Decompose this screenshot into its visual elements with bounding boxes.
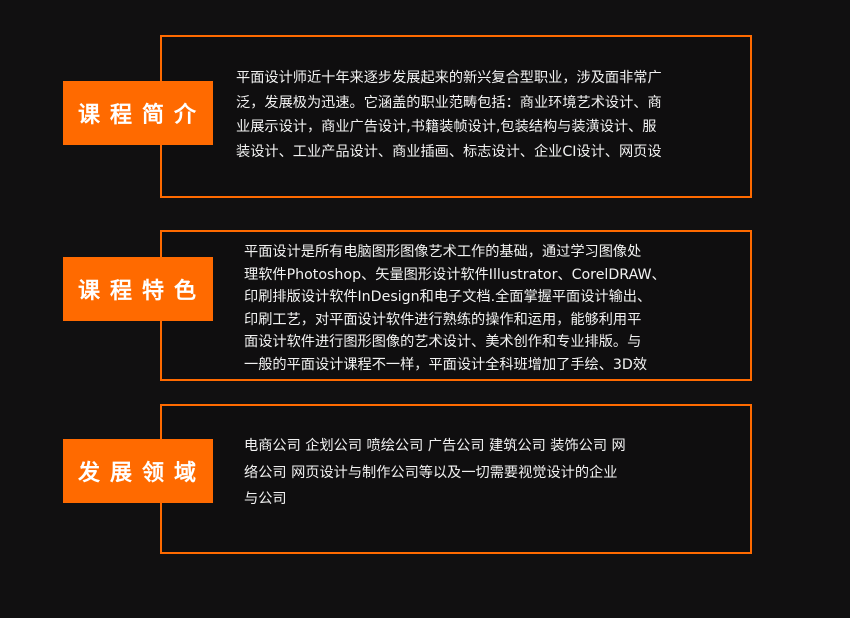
section-intro-box: [160, 35, 752, 198]
section-fields-box: [160, 404, 752, 554]
text-line: 泛，发展极为迅速。它涵盖的职业范畴包括：商业环境艺术设计、商: [236, 94, 662, 111]
section-intro-label: 课程简介: [63, 81, 213, 145]
text-line: 理软件Photoshop、矢量图形设计软件Illustrator、CorelDR…: [244, 266, 666, 283]
text-line: 平面设计师近十年来逐步发展起来的新兴复合型职业，涉及面非常广: [236, 70, 662, 86]
text-line: 印刷排版设计软件InDesign和电子文档.全面掌握平面设计输出、: [244, 289, 652, 305]
section-features-label: 课程特色: [63, 257, 213, 321]
text-line: 与公司: [244, 491, 287, 507]
text-line: 面设计软件进行图形图像的艺术设计、美术创作和专业排版。与: [244, 334, 642, 350]
section-features-text: 平面设计是所有电脑图形图像艺术工作的基础，通过学习图像处 理软件Photosho…: [244, 241, 666, 376]
text-line: 印刷工艺，对平面设计软件进行熟练的操作和运用，能够利用平: [244, 311, 642, 328]
section-features-box: [160, 230, 752, 381]
text-line: 业展示设计，商业广告设计,书籍装帧设计,包装结构与装潢设计、服: [236, 119, 657, 135]
text-line: 平面设计是所有电脑图形图像艺术工作的基础，通过学习图像处: [244, 244, 642, 260]
text-line: 装设计、工业产品设计、商业插画、标志设计、企业CI设计、网页设: [236, 143, 662, 160]
section-fields-text: 电商公司 企划公司 喷绘公司 广告公司 建筑公司 装饰公司 网 络公司 网页设计…: [244, 433, 626, 513]
section-fields-label: 发展领域: [63, 439, 213, 503]
text-line: 络公司 网页设计与制作公司等以及一切需要视觉设计的企业: [244, 464, 618, 481]
text-line: 电商公司 企划公司 喷绘公司 广告公司 建筑公司 装饰公司 网: [244, 438, 626, 454]
section-intro-text: 平面设计师近十年来逐步发展起来的新兴复合型职业，涉及面非常广 泛，发展极为迅速。…: [236, 66, 662, 164]
text-line: 一般的平面设计课程不一样，平面设计全科班增加了手绘、3D效: [244, 356, 648, 373]
